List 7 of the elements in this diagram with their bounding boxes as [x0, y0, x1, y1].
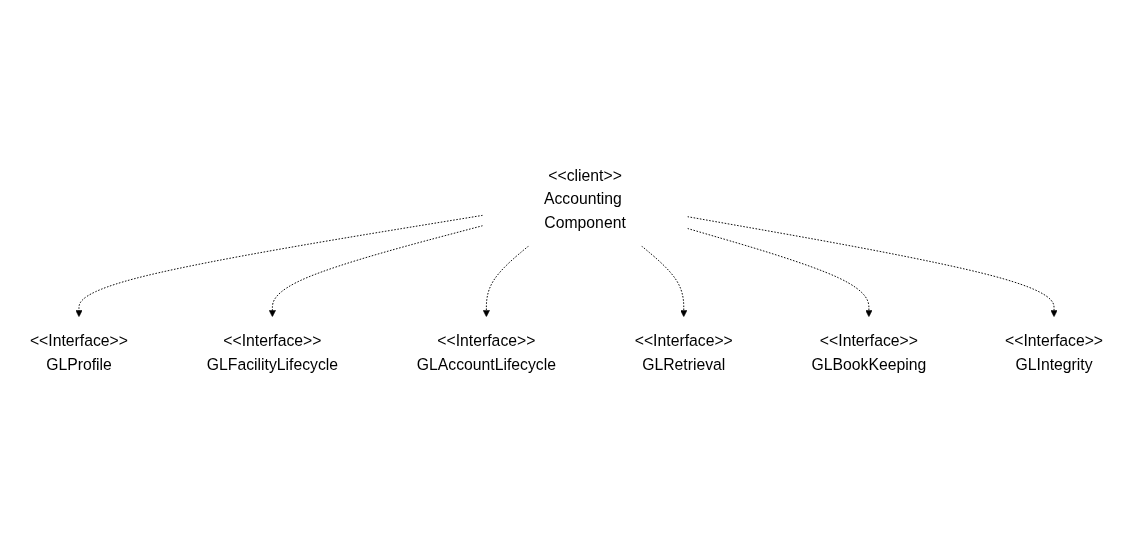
node-text: <<client>> Accounting Component — [543, 166, 626, 231]
node-text: <<Interface>> GLIntegrity — [1005, 331, 1104, 373]
node-text: <<Interface>> GLRetrieval — [634, 331, 733, 373]
node-text: <<Interface>> GLProfile — [29, 331, 128, 373]
node-text: <<Interface>> GLBookKeeping — [811, 331, 927, 373]
node-text: <<Interface>> GLFacilityLifecycle — [206, 331, 339, 373]
node-text: <<Interface>> GLAccountLifecycle — [416, 331, 556, 373]
